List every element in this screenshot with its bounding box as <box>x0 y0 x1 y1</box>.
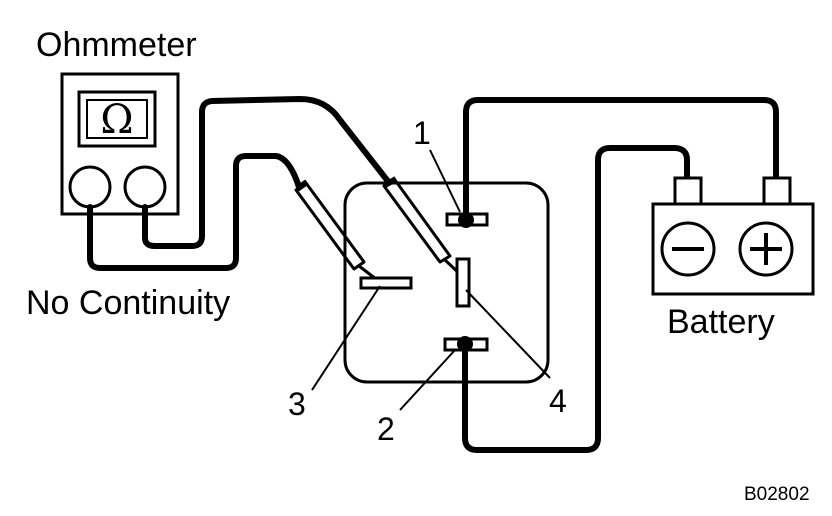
lead-left-wire <box>87 153 303 271</box>
relay <box>343 181 550 384</box>
leader-1 <box>429 149 461 213</box>
ohmmeter-display-inner <box>86 99 148 139</box>
probe-right-body <box>382 178 452 264</box>
terminal-2-label: 2 <box>377 411 395 447</box>
battery <box>651 176 815 296</box>
probe-left-body <box>294 181 366 271</box>
ohmmeter-jack-right <box>123 165 167 209</box>
relay-terminal-3 <box>359 276 413 290</box>
ohmmeter-label: Ohmmeter <box>36 26 197 64</box>
relay-terminal-2-dot <box>457 336 473 352</box>
ohm-icon: Ω <box>100 97 133 143</box>
probe-left <box>294 179 381 284</box>
battery-wires <box>462 97 779 453</box>
terminal-4-label: 4 <box>549 383 567 419</box>
ohmmeter: Ω <box>60 72 180 216</box>
battery-post-negative <box>673 176 703 206</box>
ohmmeter-leads <box>87 96 390 271</box>
terminal-3-label: 3 <box>288 386 306 422</box>
leader-lines <box>311 149 551 411</box>
wire-terminal-1-to-positive <box>463 97 779 215</box>
leader-4 <box>465 289 551 379</box>
leader-2 <box>399 349 456 411</box>
battery-post-positive <box>762 176 792 206</box>
wire-terminal-2-to-negative <box>462 145 690 453</box>
relay-terminal-1-dot <box>458 212 474 228</box>
ohmmeter-jack-left <box>68 165 112 209</box>
battery-label: Battery <box>667 303 775 341</box>
no-continuity-label: No Continuity <box>26 284 230 322</box>
relay-terminal-4 <box>455 257 471 308</box>
lead-right-wire <box>142 96 390 249</box>
probe-left-stripe <box>295 179 309 192</box>
leader-3 <box>311 285 381 391</box>
figure-code: B02802 <box>744 484 810 505</box>
terminal-1-label: 1 <box>413 115 431 151</box>
